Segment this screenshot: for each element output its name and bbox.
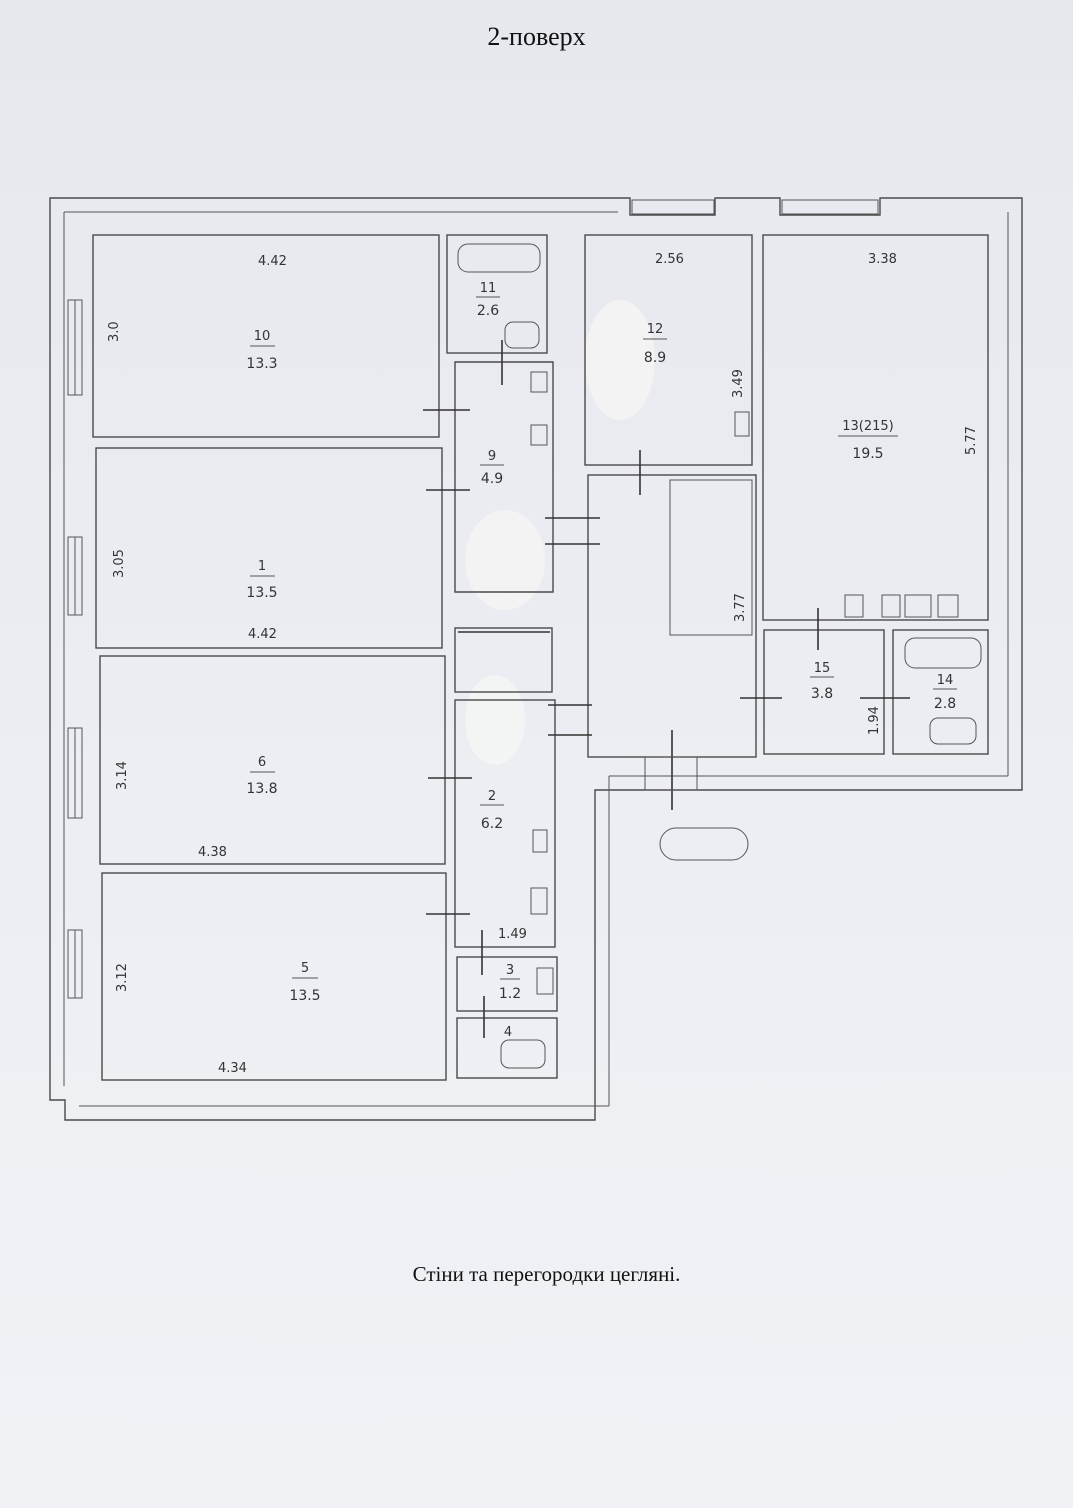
room-5-area: 13.5 <box>289 988 320 1004</box>
stamp-oval <box>659 827 749 861</box>
room-13-width: 3.38 <box>868 252 897 267</box>
room-6 <box>99 655 446 865</box>
room-2-width: 1.49 <box>498 927 527 942</box>
room-2-area: 6.2 <box>481 816 503 832</box>
room-15-depth: 1.94 <box>867 706 882 735</box>
room-6-depth: 3.14 <box>115 761 130 790</box>
room-4 <box>456 1017 558 1079</box>
room-14 <box>892 629 989 755</box>
room-13-area: 19.5 <box>852 446 883 462</box>
page-title: 2-поверх <box>487 22 586 51</box>
room-10-depth: 3.0 <box>107 321 122 342</box>
room-10-width: 4.42 <box>258 254 287 269</box>
outer-wall <box>49 197 1023 1121</box>
room-13 <box>762 234 989 621</box>
room-11-id: 11 <box>480 281 497 296</box>
room-5-depth: 3.12 <box>115 963 130 992</box>
door-marks <box>423 340 910 1038</box>
room-13-depth: 5.77 <box>964 426 979 455</box>
room-2-id: 2 <box>488 789 496 804</box>
room-6-id: 6 <box>258 755 266 770</box>
room-5 <box>101 872 447 1081</box>
room-15 <box>763 629 885 755</box>
room-3-area: 1.2 <box>499 986 521 1002</box>
room-6-area: 13.8 <box>246 781 277 797</box>
room-5-id: 5 <box>301 961 309 976</box>
left-windows <box>67 299 83 999</box>
room-1-id: 1 <box>258 559 266 574</box>
room-3-id: 3 <box>506 963 514 978</box>
room-15-id: 15 <box>814 661 831 676</box>
room-4-id: 4 <box>504 1025 512 1040</box>
room-9-area: 4.9 <box>481 471 503 487</box>
room-9 <box>454 361 554 593</box>
room-15-area: 3.8 <box>811 686 833 702</box>
corridor <box>587 474 757 758</box>
corridor-depth: 3.77 <box>733 593 748 622</box>
room-5-width: 4.34 <box>218 1061 247 1076</box>
room-6-width: 4.38 <box>198 845 227 860</box>
room-13-id: 13(215) <box>842 419 894 434</box>
room-11 <box>446 234 548 354</box>
footer-note: Стіни та перегородки цегляні. <box>412 1262 681 1286</box>
room-11-area: 2.6 <box>477 303 499 319</box>
room-1-area: 13.5 <box>246 585 277 601</box>
room-10-id: 10 <box>254 329 271 344</box>
room-1 <box>95 447 443 649</box>
storage-box <box>454 627 553 693</box>
room-1-depth: 3.05 <box>112 549 127 578</box>
room-14-area: 2.8 <box>934 696 956 712</box>
room-12 <box>584 234 753 466</box>
room-10 <box>92 234 440 438</box>
room-14-id: 14 <box>937 673 954 688</box>
room-12-depth: 3.49 <box>731 369 746 398</box>
room-1-width: 4.42 <box>248 627 277 642</box>
room-12-area: 8.9 <box>644 350 666 366</box>
room-10-area: 13.3 <box>246 356 277 372</box>
room-2 <box>454 699 556 948</box>
room-9-id: 9 <box>488 449 496 464</box>
room-12-id: 12 <box>647 322 664 337</box>
room-3 <box>456 956 558 1012</box>
room-12-width: 2.56 <box>655 252 684 267</box>
